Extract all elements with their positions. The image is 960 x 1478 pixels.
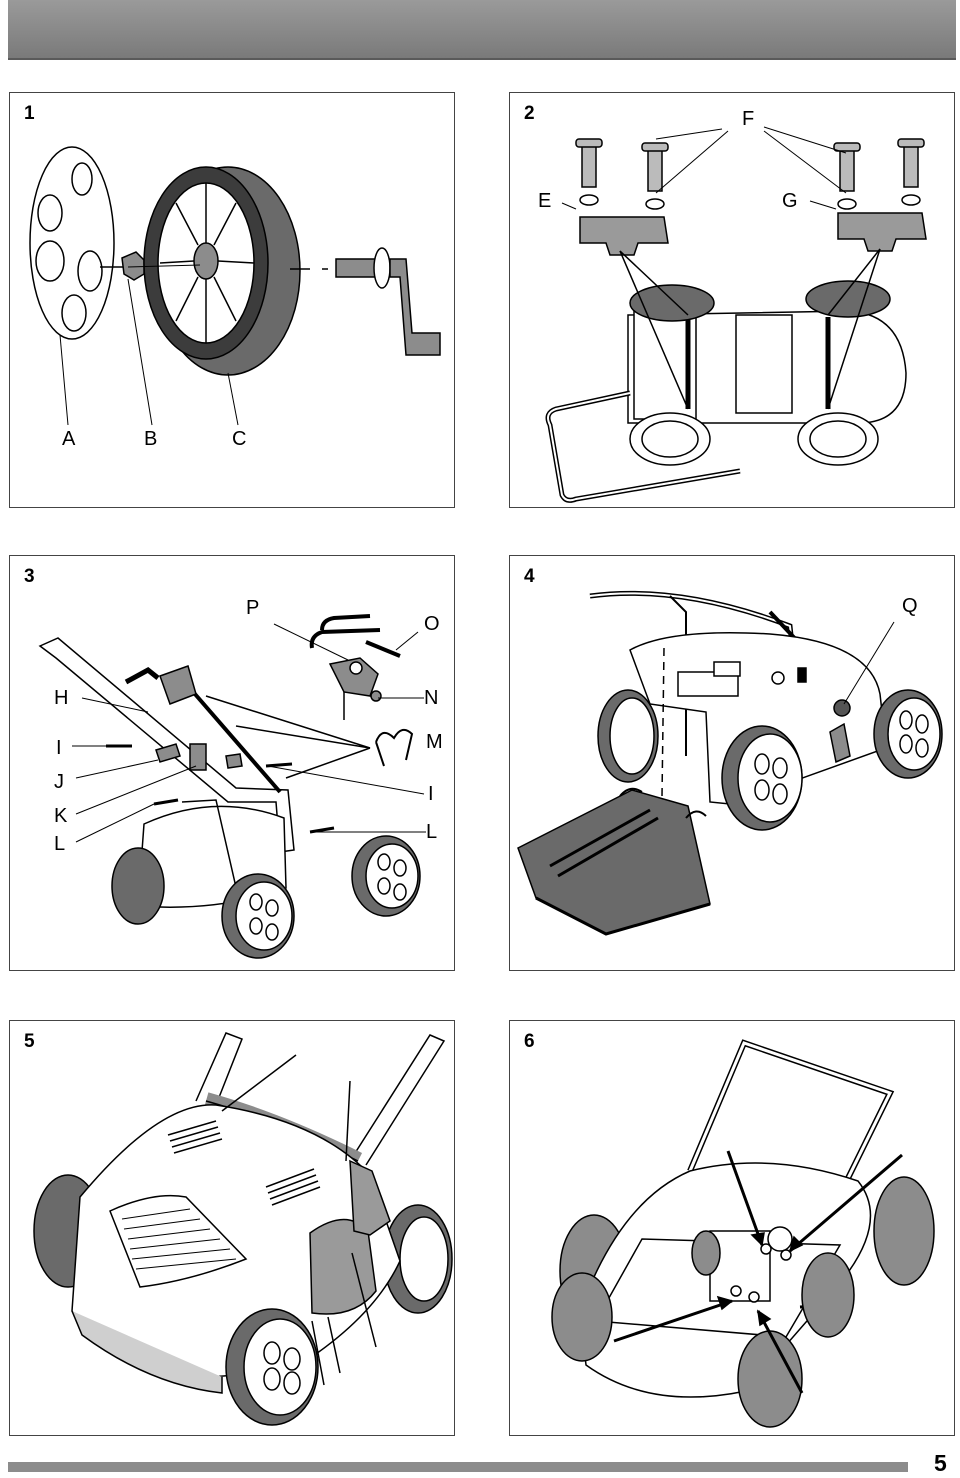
label-i: I bbox=[56, 737, 62, 759]
panel-number: 6 bbox=[524, 1031, 535, 1052]
label-m: M bbox=[426, 731, 443, 753]
mower-underside-drawing bbox=[551, 1039, 935, 1428]
panel-number: 4 bbox=[524, 566, 535, 587]
grass-box-drawing bbox=[517, 590, 943, 936]
figure-panel-2: 2 F E G bbox=[509, 92, 955, 508]
label-g: G bbox=[782, 190, 798, 212]
label-l: L bbox=[54, 833, 66, 855]
label-k: K bbox=[54, 805, 68, 827]
label-q: Q bbox=[902, 595, 918, 617]
figure-panel-1: 1 A B C bbox=[9, 92, 455, 508]
footer-bar bbox=[8, 1462, 908, 1472]
wheel-assembly-drawing bbox=[29, 146, 441, 426]
label-j: J bbox=[54, 771, 64, 793]
panel-number: 3 bbox=[24, 566, 35, 587]
panel-number: 5 bbox=[24, 1031, 35, 1052]
figure-panel-3: 3 P O H N I M J I K L L bbox=[9, 555, 455, 971]
handle-assembly-drawing bbox=[38, 614, 426, 959]
label-p: P bbox=[246, 597, 260, 619]
label-i-right: I bbox=[428, 783, 434, 805]
label-f: F bbox=[742, 108, 755, 130]
label-c: C bbox=[232, 428, 247, 450]
label-e: E bbox=[538, 190, 552, 212]
label-o: O bbox=[424, 613, 440, 635]
label-a: A bbox=[62, 428, 76, 450]
header-bar bbox=[8, 0, 956, 60]
panel-number: 1 bbox=[24, 103, 35, 124]
label-b: B bbox=[144, 428, 158, 450]
page-number: 5 bbox=[934, 1450, 947, 1476]
mower-top-drawing bbox=[33, 1032, 453, 1426]
figure-panel-4: 4 Q bbox=[509, 555, 955, 971]
figure-panel-5: 5 bbox=[9, 1020, 455, 1436]
panel-number: 2 bbox=[524, 103, 535, 124]
bracket-mounting-drawing bbox=[545, 126, 927, 503]
label-n: N bbox=[424, 687, 439, 709]
label-h: H bbox=[54, 687, 69, 709]
figure-panel-6: 6 bbox=[509, 1020, 955, 1436]
label-l-right: L bbox=[426, 821, 438, 843]
